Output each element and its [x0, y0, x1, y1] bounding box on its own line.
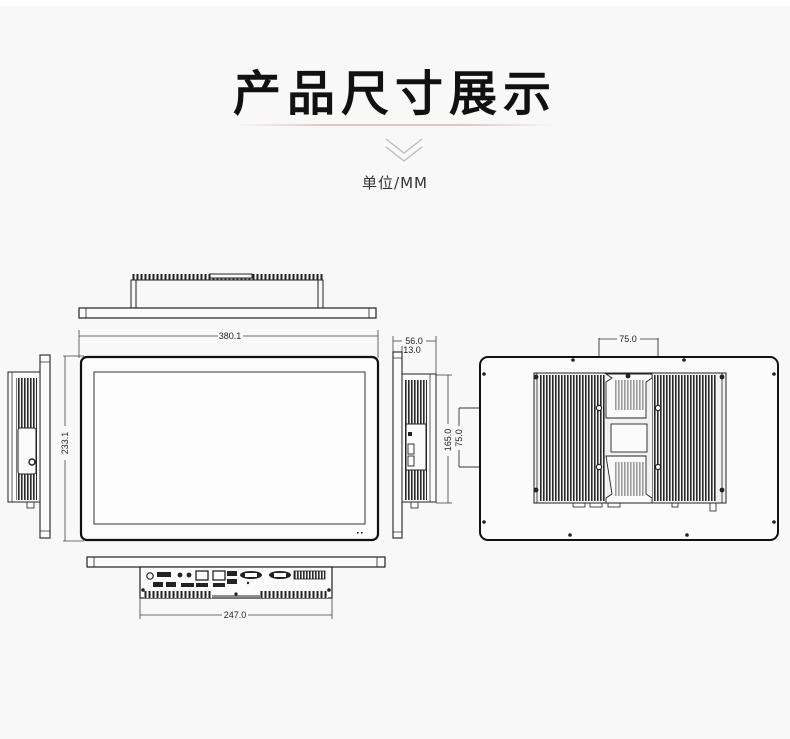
svg-text:56.0: 56.0	[405, 336, 423, 346]
svg-text:233.1: 233.1	[60, 432, 70, 455]
svg-text:165.0: 165.0	[443, 429, 453, 452]
left-side-view	[7, 354, 51, 539]
rear-view: 75.0 75.0	[454, 334, 779, 541]
title-divider	[235, 124, 555, 126]
svg-text:247.0: 247.0	[224, 610, 247, 620]
svg-text:75.0: 75.0	[454, 429, 464, 447]
bottom-view: 247.0	[86, 556, 386, 620]
right-side-view: 56.0 13.0 165.0	[392, 336, 453, 539]
page-title: 产品尺寸展示	[232, 66, 557, 122]
svg-text:380.1: 380.1	[219, 331, 242, 341]
svg-text:13.0: 13.0	[403, 345, 421, 355]
top-band	[0, 0, 790, 6]
dimension-width: 380.1	[78, 330, 379, 358]
svg-text:75.0: 75.0	[619, 334, 637, 344]
top-view	[78, 273, 377, 319]
double-chevron-down-icon	[385, 138, 423, 162]
dimension-height: 233.1	[60, 355, 84, 542]
front-view	[79, 355, 380, 542]
unit-label: 单位/MM	[362, 174, 428, 192]
